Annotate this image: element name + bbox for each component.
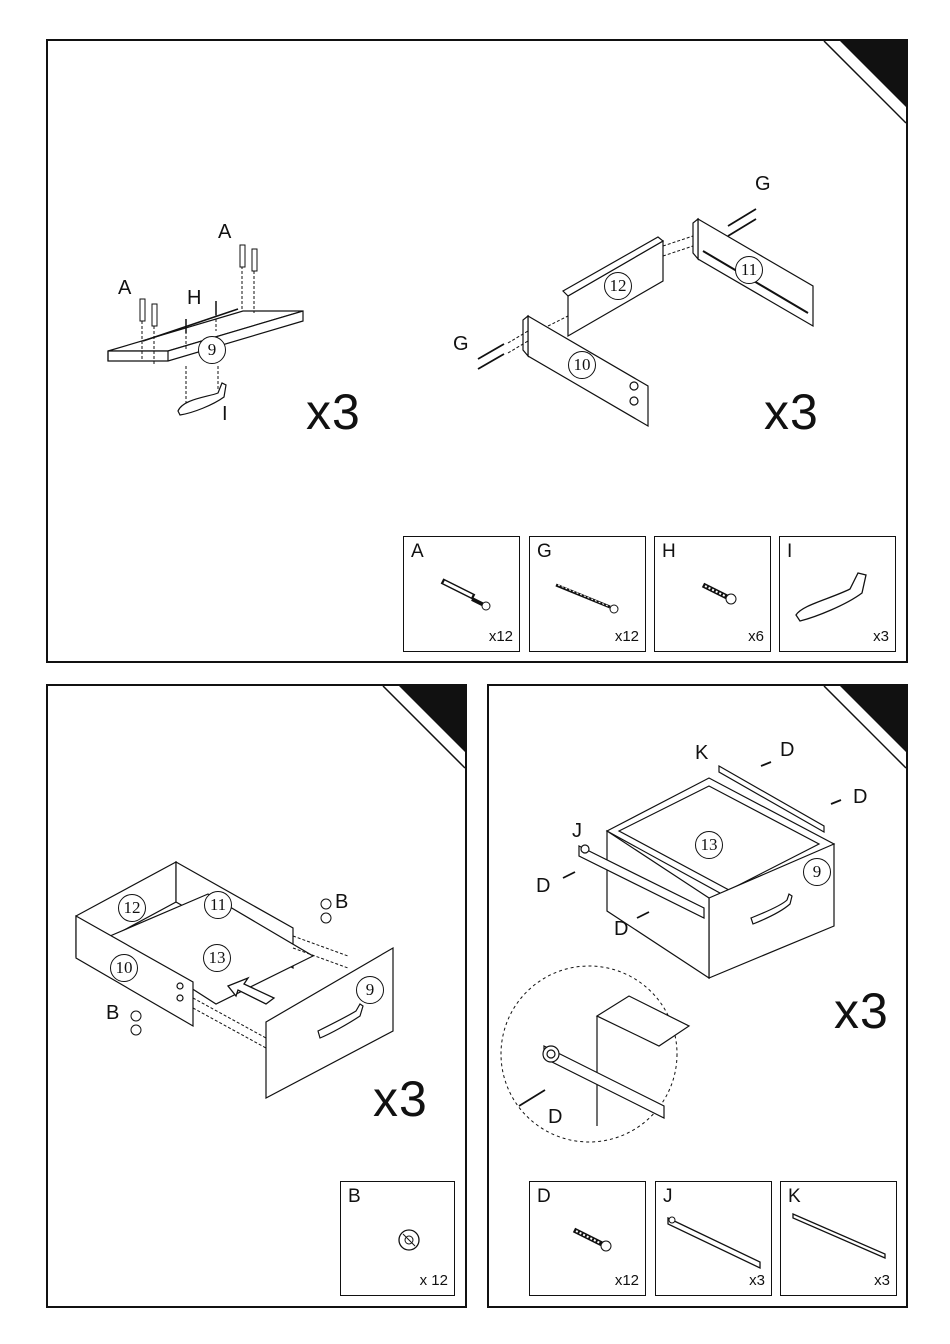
multiplier-right: x3: [764, 383, 819, 441]
part-number-10: 10: [110, 954, 138, 982]
step-panel-top: A A H I 9 G G 12 11 10 x3 x3 A x12 G x12…: [46, 39, 908, 663]
hardware-qty: x6: [748, 628, 764, 645]
multiplier: x3: [834, 982, 889, 1040]
label-d-top: D: [780, 739, 794, 762]
hardware-box-j: J x3: [655, 1181, 772, 1296]
step-panel-bottom-left: 12 11 13 10 9 B B x3 B x 12: [46, 684, 467, 1308]
label-j: J: [572, 820, 582, 843]
label-d-left: D: [536, 875, 550, 898]
hardware-qty: x12: [615, 1272, 639, 1289]
part-number-12: 12: [118, 894, 146, 922]
hardware-qty: x3: [874, 1272, 890, 1289]
hardware-qty: x3: [873, 628, 889, 645]
label-g-top: G: [755, 173, 771, 196]
hardware-qty: x3: [749, 1272, 765, 1289]
detail-magnifier: [501, 966, 677, 1142]
hardware-box-k: K x3: [780, 1181, 897, 1296]
label-d-detail: D: [548, 1106, 562, 1129]
hardware-qty: x12: [615, 628, 639, 645]
label-d-right: D: [853, 786, 867, 809]
part-number-9: 9: [356, 976, 384, 1004]
part-number-11: 11: [204, 891, 232, 919]
label-i: I: [222, 403, 228, 426]
label-b-left: B: [106, 1002, 119, 1025]
multiplier-left: x3: [306, 383, 361, 441]
hardware-box-b: B x 12: [340, 1181, 455, 1296]
part-number-11: 11: [735, 256, 763, 284]
label-a-right: A: [218, 221, 231, 244]
label-d-bottom: D: [614, 918, 628, 941]
part-number-9: 9: [803, 858, 831, 886]
label-k: K: [695, 742, 708, 765]
hardware-box-h: H x6: [654, 536, 771, 652]
hardware-box-i: I x3: [779, 536, 896, 652]
hardware-box-g: G x12: [529, 536, 646, 652]
part-number-13: 13: [695, 831, 723, 859]
handle-drawing: [178, 383, 226, 415]
hardware-box-d: D x12: [529, 1181, 646, 1296]
multiplier: x3: [373, 1070, 428, 1128]
part-number-9: 9: [198, 336, 226, 364]
hardware-box-a: A x12: [403, 536, 520, 652]
part-number-12: 12: [604, 272, 632, 300]
label-b-right: B: [335, 891, 348, 914]
label-g-left: G: [453, 333, 469, 356]
label-h: H: [187, 287, 201, 310]
step-panel-bottom-right: K D D J D D D 13 9 x3 D x12 J x3 K x3: [487, 684, 908, 1308]
part-number-13: 13: [203, 944, 231, 972]
label-a-left: A: [118, 277, 131, 300]
part-number-10: 10: [568, 351, 596, 379]
hardware-qty: x12: [489, 628, 513, 645]
hardware-qty: x 12: [420, 1272, 448, 1289]
